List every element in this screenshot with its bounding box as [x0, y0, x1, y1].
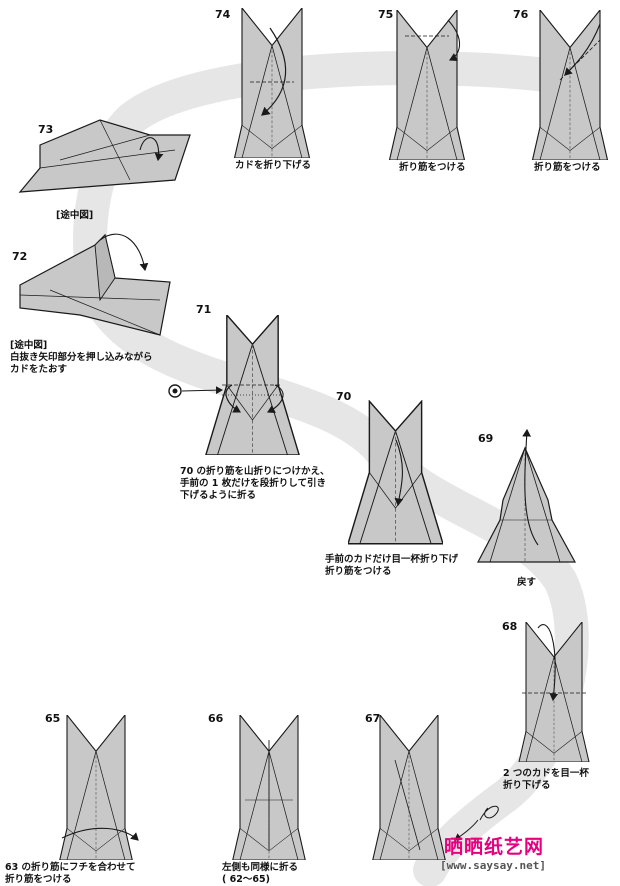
step-69-caption: 戻す [517, 577, 537, 588]
watermark-url: [www.saysay.net] [440, 859, 546, 872]
step-74-figure [233, 8, 311, 158]
step-76-number: 76 [513, 8, 529, 21]
step-73-number: 73 [38, 123, 54, 136]
step-68-number: 68 [502, 620, 518, 633]
step-72-caption-3: カドをたおす [10, 364, 68, 375]
step-65-figure [59, 715, 139, 860]
step-67-figure [372, 715, 499, 860]
step-76-caption: 折り筋をつける [534, 162, 601, 173]
step-75-figure [388, 10, 466, 160]
step-71-caption-1: 70 の折り筋を山折りにつけかえ、 [180, 466, 330, 477]
step-71-caption-3: 下げるように折る [180, 490, 257, 501]
step-73-figure [18, 119, 191, 193]
step-74-caption: カドを折り下げる [235, 160, 312, 171]
step-65-number: 65 [45, 712, 61, 725]
step-71-number: 71 [196, 303, 212, 316]
step-71-caption-2: 手前の 1 枚だけを段折りして引き [180, 478, 326, 489]
step-72-caption-2: 白抜き矢印部分を押し込みながら [10, 352, 153, 363]
step-66-number: 66 [208, 712, 224, 725]
step-68-caption-2: 折り下げる [503, 780, 551, 791]
step-70-caption-2: 折り筋をつける [325, 566, 392, 577]
step-66-figure [232, 715, 306, 860]
step-69-figure [477, 428, 577, 563]
step-66-caption-2: ( 62～65) [222, 874, 270, 885]
step-72-caption-1: [途中図] [10, 340, 48, 351]
step-71-figure [168, 315, 300, 455]
background-path [73, 51, 597, 886]
step-68-figure [518, 622, 590, 762]
step-74-number: 74 [215, 8, 231, 21]
step-76-figure [531, 10, 609, 160]
step-75-number: 75 [378, 8, 394, 21]
step-65-caption-1: 63 の折り筋にフチを合わせて [5, 862, 136, 873]
step-70-number: 70 [336, 390, 352, 403]
step-65-caption-2: 折り筋をつける [5, 874, 72, 885]
step-73-caption: [途中図] [56, 210, 94, 221]
step-67-number: 67 [365, 712, 381, 725]
step-70-figure [348, 400, 443, 545]
step-66-caption-1: 左側も同様に折る [222, 862, 299, 873]
step-72-number: 72 [12, 250, 28, 263]
watermark-title: 晒晒纸艺网 [444, 836, 545, 858]
step-75-caption: 折り筋をつける [399, 162, 466, 173]
step-72-figure [19, 233, 171, 336]
step-68-caption-1: 2 つのカドを目一杯 [503, 768, 589, 779]
step-69-number: 69 [478, 432, 494, 445]
step-70-caption-1: 手前のカドだけ目一杯折り下げ [325, 554, 459, 565]
